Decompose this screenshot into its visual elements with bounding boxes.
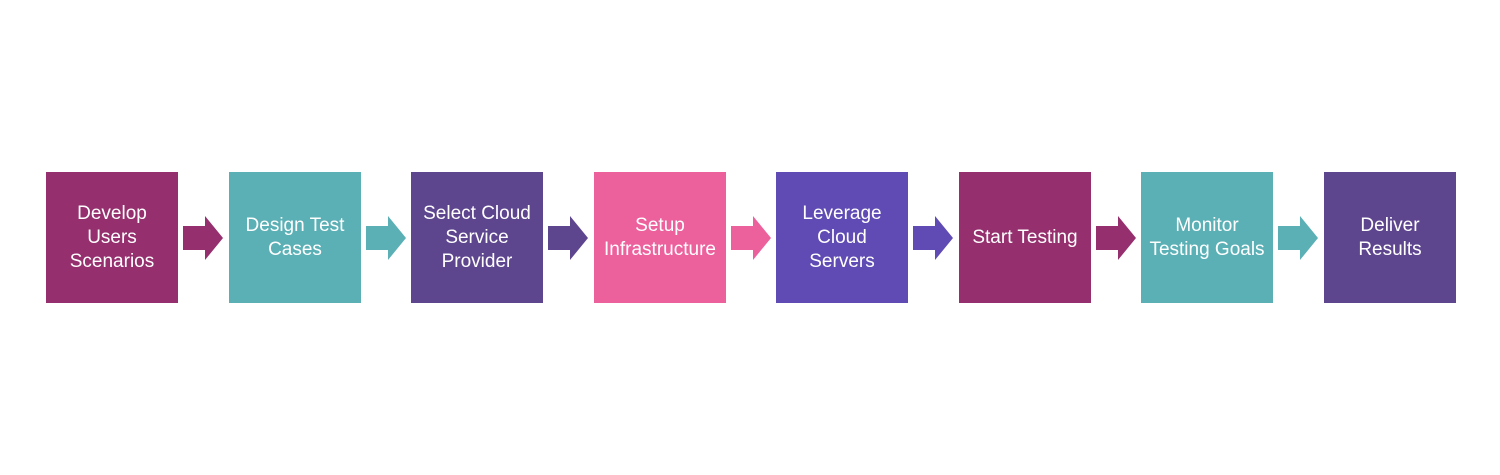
arrow-right-icon [1096,216,1136,260]
arrow-right-icon [1278,216,1318,260]
arrow-right-icon [183,216,223,260]
arrow-right-icon [548,216,588,260]
step-deliver-results: Deliver Results [1324,172,1456,303]
step-start-testing: Start Testing [959,172,1091,303]
step-monitor-testing-goals: Monitor Testing Goals [1141,172,1273,303]
step-design-test-cases: Design Test Cases [229,172,361,303]
arrow-right-icon [366,216,406,260]
arrow-right-icon [913,216,953,260]
step-setup-infrastructure: Setup Infrastructure [594,172,726,303]
step-select-cloud-service-provider: Select Cloud Service Provider [411,172,543,303]
step-develop-users-scenarios: Develop Users Scenarios [46,172,178,303]
step-leverage-cloud-servers: Leverage Cloud Servers [776,172,908,303]
arrow-right-icon [731,216,771,260]
